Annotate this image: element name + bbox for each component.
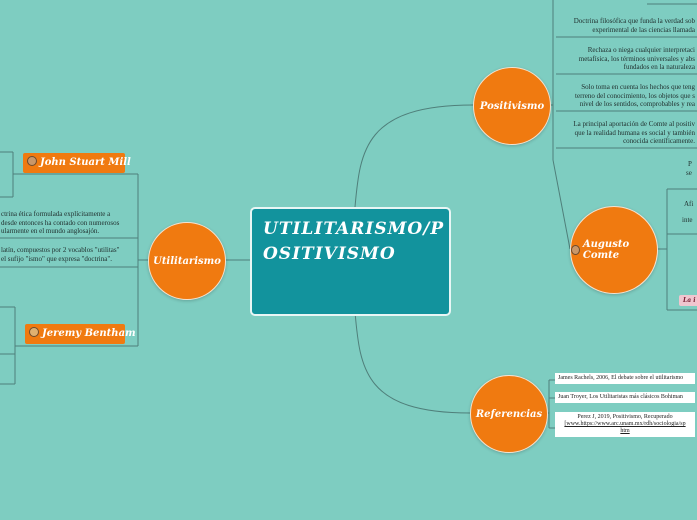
utilitarismo-text-2: latín, compuestos por 2 vocablos "utilit… [1,246,119,263]
node-label: Positivismo [479,100,545,112]
tag-john-stuart-mill[interactable]: John Stuart Mill [23,153,131,173]
text-line: P [688,160,692,168]
positivismo-text-1: Doctrina filosófica que funda la verdad … [574,17,695,34]
reference-item: Perez J, 2019, Positivismo, Recuperado [… [555,412,695,437]
node-referencias[interactable]: Referencias [470,375,548,453]
central-topic[interactable]: UTILITARISMO/POSITIVISMO [250,207,451,316]
reference-item: Juan Troyer, Los Utilitaristas más clási… [555,392,695,403]
node-augusto-comte[interactable]: Augusto Comte [570,206,658,294]
text-line: conocida científicamente. [623,137,695,145]
text-line: terreno del conocimiento, los objetos qu… [575,91,695,100]
comte-tag[interactable]: La i [679,295,697,306]
text-line: inte [682,216,693,224]
text-line: Solo toma en cuenta los hechos que teng [581,83,695,91]
comte-text-2: Afi inte [682,196,693,228]
node-label: Augusto Comte [582,239,630,261]
text-line: Doctrina filosófica que funda la verdad … [573,17,695,25]
text-line: fundados en la naturaleza [623,63,695,71]
text-line: La principal aportación de Comte al posi… [573,120,695,128]
text-line: que la realidad humana es social y tambi… [574,128,695,137]
reference-link[interactable]: [www.https://www.arc.unam.mx/rdh/sociolo… [564,421,686,427]
reference-link[interactable]: htm [620,428,630,434]
node-label: Utilitarismo [153,255,221,267]
text-line: metafísica, los términos universales y a… [578,54,695,63]
tag-label: La i [683,297,696,304]
tag-label: John Stuart Mill [40,157,131,168]
central-title: UTILITARISMO/POSITIVISMO [263,219,445,264]
man-face-icon [29,327,39,337]
comte-text-1: P se [686,160,692,177]
text-line: nivel de los sentidos, comprobables y re… [579,100,695,108]
node-positivismo[interactable]: Positivismo [473,67,551,145]
text-line: Juan Troyer, Los Utilitaristas más clási… [558,394,683,400]
node-label: Referencias [475,408,543,420]
text-line: desde entonces ha contado con numerosos [1,218,120,227]
text-line: se [686,168,692,177]
text-line: latín, compuestos por 2 vocablos "utilit… [1,246,120,254]
positivismo-text-3: Solo toma en cuenta los hechos que teng … [575,83,695,109]
reference-item: James Rachels, 2006, El debate sobre el … [555,373,695,384]
text-line: Afi [684,200,694,208]
text-line: experimental de las ciencias llamada [592,25,695,34]
man-face-icon [27,156,37,166]
text-line: ctrina ética formulada explícitamente a [1,210,111,218]
utilitarismo-text-1: ctrina ética formulada explícitamente a … [1,210,119,236]
positivismo-text-4: La principal aportación de Comte al posi… [573,120,695,146]
node-utilitarismo[interactable]: Utilitarismo [148,222,226,300]
positivismo-text-2: Rechaza o niega cualquier interpretaci m… [579,46,695,72]
text-line: ularmente en el mundo anglosajón. [1,227,100,235]
text-line: James Rachels, 2006, El debate sobre el … [558,375,684,381]
text-line: Rechaza o niega cualquier interpretaci [587,46,695,54]
man-face-icon [571,245,580,255]
tag-jeremy-bentham[interactable]: Jeremy Bentham [25,324,136,344]
text-line: Perez J, 2019, Positivismo, Recuperado [577,414,673,420]
text-line: el sufijo "ismo" que expresa "doctrina". [1,254,112,263]
tag-label: Jeremy Bentham [42,328,136,339]
